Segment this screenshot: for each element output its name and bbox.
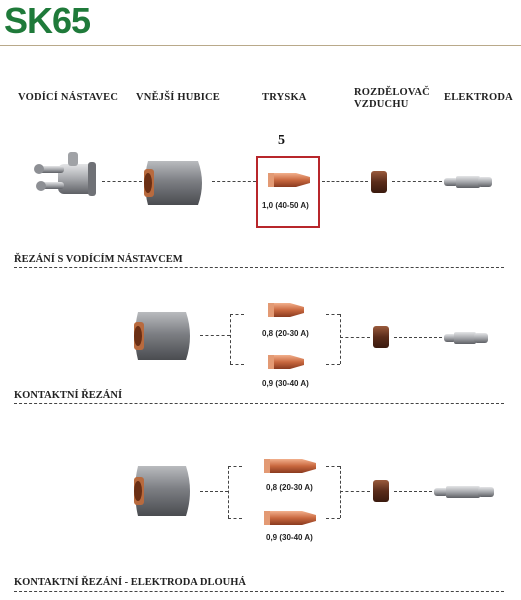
section-divider xyxy=(14,403,504,404)
electrode-image xyxy=(444,176,492,188)
bracket-line xyxy=(230,314,244,315)
header-divider xyxy=(0,45,521,46)
nozzle-caption: 1,0 (40-50 A) xyxy=(262,201,309,210)
nozzle-caption: 0,8 (20-30 A) xyxy=(262,329,309,338)
outer-nozzle-image xyxy=(134,312,190,360)
swirl-ring-image xyxy=(371,171,387,193)
nozzle-caption: 0,8 (20-30 A) xyxy=(266,483,313,492)
header-distributor-line2: VZDUCHU xyxy=(354,99,409,110)
connector-line xyxy=(394,491,432,492)
bracket-line xyxy=(228,518,242,519)
connector-line xyxy=(340,337,370,338)
nozzle-caption: 0,9 (30-40 A) xyxy=(266,533,313,542)
header-distributor: ROZDĚLOVAČ VZDUCHU xyxy=(354,87,430,111)
swirl-ring-image xyxy=(373,480,389,502)
section-divider xyxy=(14,591,504,592)
bracket-line xyxy=(340,314,341,364)
connector-line xyxy=(322,181,368,182)
connector-line xyxy=(392,181,442,182)
connector-line xyxy=(102,181,142,182)
header-guide: VODÍCÍ NÁSTAVEC xyxy=(18,92,119,103)
connector-line xyxy=(394,337,442,338)
bracket-line xyxy=(326,314,340,315)
header-nozzle: TRYSKA xyxy=(262,92,307,103)
swirl-ring-image xyxy=(373,326,389,348)
header-distributor-line1: ROZDĚLOVAČ xyxy=(354,87,430,98)
nozzle-image xyxy=(264,459,316,473)
outer-nozzle-image xyxy=(134,466,190,516)
part-number: 5 xyxy=(278,133,285,148)
brand-title: SK65 xyxy=(4,0,91,41)
header-outer-nozzle: VNĚJŠÍ HUBICE xyxy=(136,92,220,103)
bracket-line xyxy=(326,518,340,519)
section-title: KONTAKTNÍ ŘEZÁNÍ - ELEKTRODA DLOUHÁ xyxy=(14,577,247,588)
nozzle-image xyxy=(264,511,316,525)
connector-line xyxy=(212,181,256,182)
header-electrode: ELEKTRODA xyxy=(444,92,513,103)
section-title: KONTAKTNÍ ŘEZÁNÍ xyxy=(14,390,123,401)
bracket-line xyxy=(326,466,340,467)
connector-line xyxy=(200,491,228,492)
bracket-line xyxy=(230,314,231,364)
nozzle-image xyxy=(268,173,310,187)
guide-attachment-image xyxy=(34,152,96,196)
bracket-line xyxy=(340,466,341,518)
connector-line xyxy=(340,491,370,492)
electrode-long-image xyxy=(434,486,494,498)
section-title: ŘEZÁNÍ S VODÍCÍM NÁSTAVCEM xyxy=(14,254,183,265)
nozzle-image xyxy=(268,303,304,317)
bracket-line xyxy=(228,466,229,518)
electrode-image xyxy=(444,332,488,344)
connector-line xyxy=(200,335,230,336)
highlight-box xyxy=(256,156,320,228)
bracket-line xyxy=(228,466,242,467)
bracket-line xyxy=(326,364,340,365)
nozzle-caption: 0,9 (30-40 A) xyxy=(262,379,309,388)
outer-nozzle-image xyxy=(144,161,202,205)
nozzle-image xyxy=(268,355,304,369)
bracket-line xyxy=(230,364,244,365)
section-divider xyxy=(14,267,504,268)
